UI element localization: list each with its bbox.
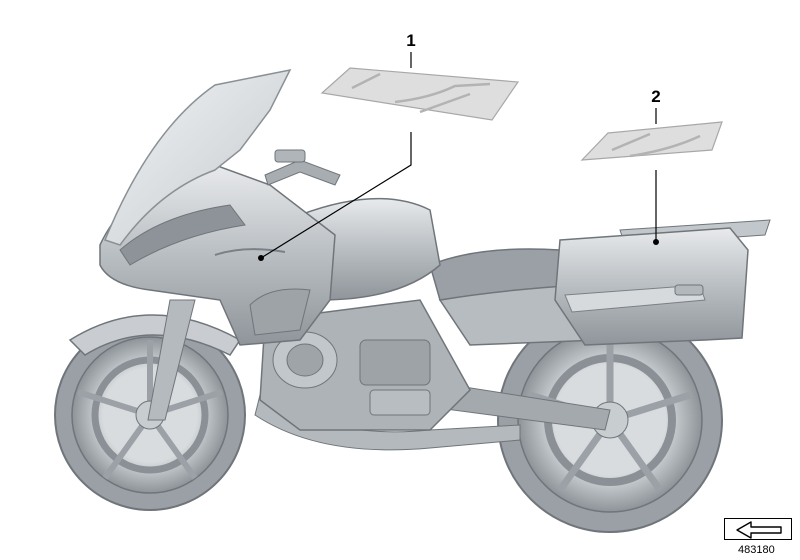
left-arrow-icon [736,521,782,539]
motorcycle-illustration [54,68,771,533]
callout-number-1: 1 [406,31,415,50]
callout-2: 2 [651,87,661,245]
callout-number-2: 2 [651,87,660,106]
rear-wheel [497,307,723,533]
decal-part-2 [580,121,723,161]
previous-page-button[interactable] [724,518,792,540]
windshield [104,68,292,246]
callout-1: 1 [258,31,416,261]
image-number: 483180 [738,544,775,556]
engine [259,299,471,431]
front-fairing [99,164,336,346]
decal-part-1 [320,67,520,121]
side-case [554,227,749,346]
